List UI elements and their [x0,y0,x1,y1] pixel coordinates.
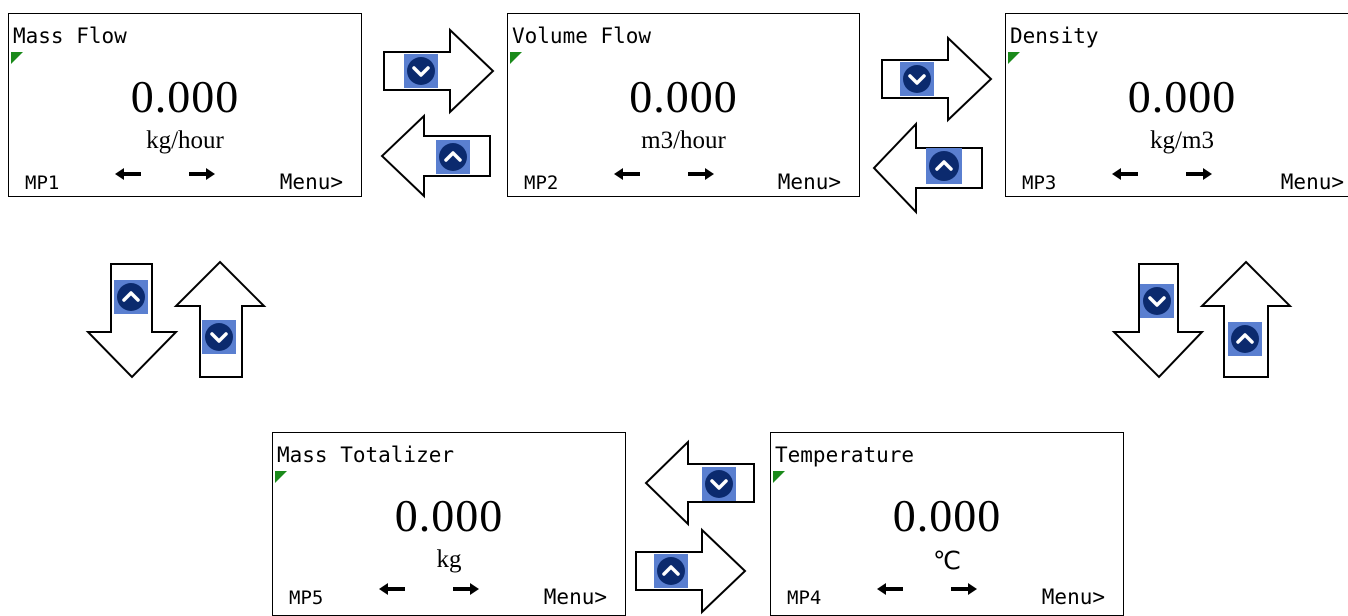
unit-label: kg/m3 [1150,127,1214,154]
menu-label: Menu> [777,170,841,194]
nav-arrow-up-mp4-mp3 [1199,260,1293,378]
indicator-triangle-icon [275,471,287,483]
page-label: MP2 [524,172,559,194]
arrow-right-icon [453,583,479,595]
menu-label: Menu> [1041,585,1105,609]
page-label: MP1 [25,172,60,194]
screen-mp2: Volume Flow 0.000 m3/hour MP2 Menu> [507,13,860,197]
indicator-triangle-icon [11,52,23,64]
up-key-icon [436,140,470,174]
menu-label: Menu> [543,585,607,609]
up-key-icon [1228,322,1262,356]
screen-mp5: Mass Totalizer 0.000 kg MP5 Menu> [272,432,626,616]
unit-label: ℃ [932,548,962,575]
up-key-icon [926,148,962,184]
nav-arrow-right-mp5-mp4 [635,527,747,615]
measured-value: 0.000 [892,490,1002,541]
down-key-icon [202,320,236,354]
arrow-right-icon [189,168,215,180]
page-label: MP4 [787,587,822,609]
down-key-icon [900,62,934,96]
nav-arrow-left-mp2-mp1 [380,113,491,199]
screen-title: Volume Flow [512,24,652,48]
nav-arrow-left-mp4-mp5 [644,439,755,527]
indicator-triangle-icon [510,52,522,64]
arrow-right-icon [951,583,977,595]
nav-arrow-right-mp2-mp3 [881,35,993,123]
up-key-icon [114,280,148,314]
screen-title: Temperature [775,443,915,467]
down-key-icon [404,54,438,88]
screen-mp1: Mass Flow 0.000 kg/hour MP1 Menu> [8,13,362,197]
indicator-triangle-icon [773,471,785,483]
nav-arrow-down-mp3-mp4 [1111,263,1205,379]
nav-arrow-up-mp5-mp1 [173,260,267,378]
unit-label: kg/hour [146,127,224,154]
screen-title: Density [1010,24,1099,48]
unit-label: m3/hour [641,127,726,154]
arrow-left-icon [379,583,405,595]
arrow-left-icon [614,168,640,180]
menu-label: Menu> [1280,170,1344,194]
down-key-icon [702,467,736,501]
page-label: MP5 [289,587,324,609]
measured-value: 0.000 [629,71,738,122]
measured-value: 0.000 [1127,71,1237,122]
unit-label: kg [436,546,462,573]
nav-arrow-down-mp1-mp5 [85,263,179,379]
measured-value: 0.000 [394,490,504,541]
screen-title: Mass Totalizer [277,443,455,467]
screen-mp3: Density 0.000 kg/m3 MP3 Menu> [1005,13,1348,197]
arrow-left-icon [877,583,903,595]
menu-label: Menu> [279,170,343,194]
up-key-icon [654,554,688,588]
arrow-right-icon [688,168,714,180]
arrow-left-icon [115,168,141,180]
screen-mp4: Temperature 0.000 ℃ MP4 Menu> [770,432,1124,616]
screen-title: Mass Flow [13,24,127,48]
nav-arrow-left-mp3-mp2 [872,121,983,215]
arrow-right-icon [1186,168,1212,180]
page-label: MP3 [1022,172,1057,194]
down-key-icon [1140,284,1174,318]
nav-arrow-right-mp1-mp2 [383,27,495,115]
indicator-triangle-icon [1008,52,1020,64]
arrow-left-icon [1112,168,1138,180]
measured-value: 0.000 [130,71,240,122]
